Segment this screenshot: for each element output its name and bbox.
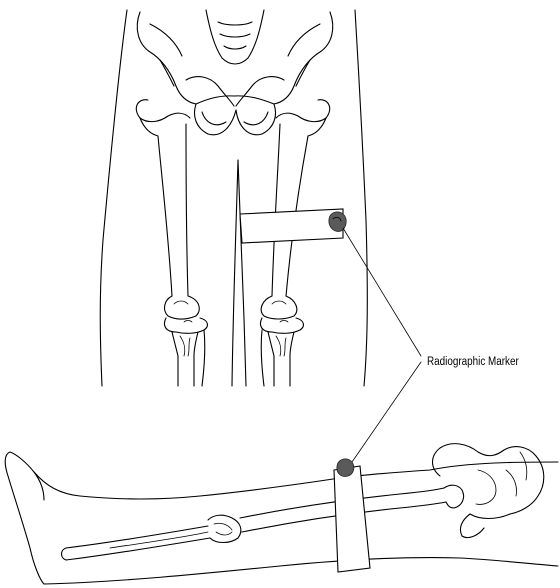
body-outline-anterior <box>100 10 367 386</box>
thigh-band-supine <box>334 466 370 572</box>
foot-supine <box>34 472 44 500</box>
pelvis-bone <box>137 10 333 135</box>
pelvis-supine <box>433 444 544 538</box>
left-knee-and-tibia <box>164 318 207 386</box>
right-femur <box>261 100 330 319</box>
radiographic-marker-label: Radiographic Marker <box>427 356 519 368</box>
lower-leg-bones-supine <box>62 526 211 560</box>
supine-view-figure <box>5 444 558 584</box>
right-knee-and-tibia <box>260 318 303 386</box>
anterior-view-figure <box>100 10 367 386</box>
thigh-band-anterior <box>240 209 343 243</box>
left-femur <box>136 100 199 319</box>
knee-supine <box>208 515 241 542</box>
radiographic-marker-supine <box>337 459 354 476</box>
body-outline-supine <box>5 452 558 584</box>
callout-leader-lines <box>343 228 421 462</box>
